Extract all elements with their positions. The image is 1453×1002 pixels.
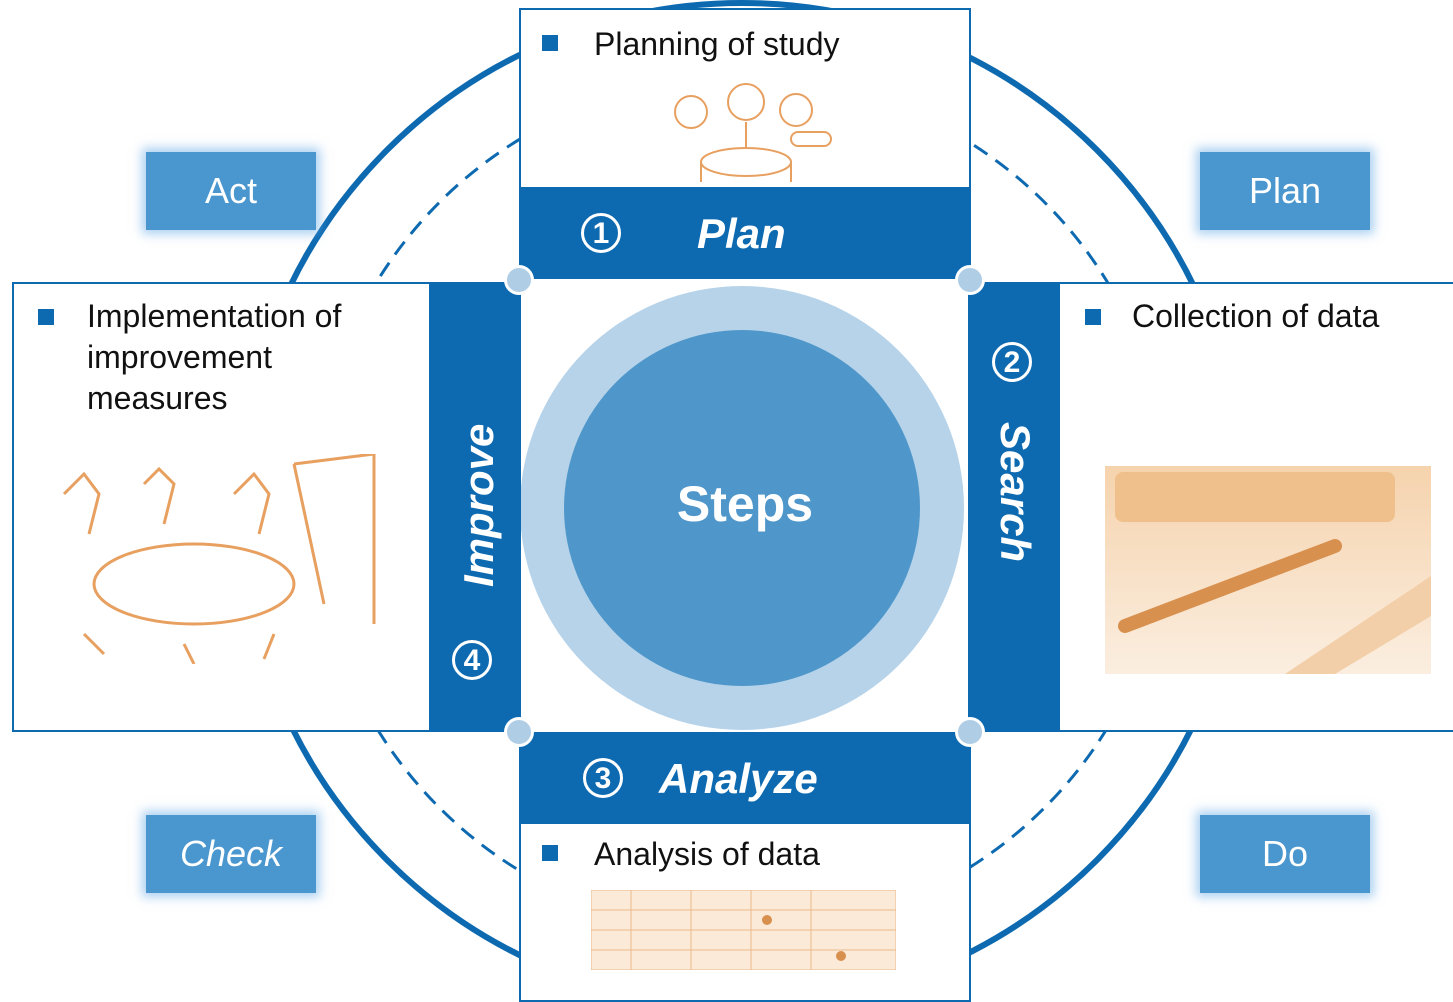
pdca-check-label: Check — [146, 815, 316, 893]
step-3-badge: 3 — [583, 758, 623, 798]
pdca-plan-label: Plan — [1200, 152, 1370, 230]
improve-step-box: Implementation of improvement measures — [12, 282, 432, 732]
search-step-box: Collection of data — [1058, 282, 1453, 732]
meeting-sketch-image — [62, 454, 376, 664]
plan-label: Plan — [697, 210, 786, 257]
connector-dot — [955, 265, 985, 295]
planning-sketch-image — [674, 83, 832, 182]
connector-dot — [504, 265, 534, 295]
analyze-description: Analysis of data — [594, 836, 820, 872]
plan-step-box: Planning of study — [519, 8, 971, 198]
pdca-act-label: Act — [146, 152, 316, 230]
bullet-icon — [542, 35, 558, 51]
calculator-pen-image — [1105, 466, 1431, 674]
improve-band: 4 Improve — [429, 282, 521, 732]
search-band: 2 Search — [968, 282, 1060, 732]
improve-label: Improve — [455, 423, 502, 587]
analysis-chart-image — [591, 890, 896, 970]
improve-description: Implementation of improvement measures — [87, 298, 342, 416]
search-description: Collection of data — [1132, 298, 1380, 334]
step-2-badge: 2 — [992, 342, 1032, 382]
pdca-do-label: Do — [1200, 815, 1370, 893]
plan-band: 1 Plan — [519, 187, 971, 279]
step-4-badge: 4 — [452, 640, 492, 680]
plan-description: Planning of study — [594, 26, 840, 62]
connector-dot — [504, 717, 534, 747]
analyze-band: 3 Analyze — [519, 732, 971, 824]
step-1-badge: 1 — [581, 213, 621, 253]
center-inner-circle — [564, 330, 920, 686]
connector-dot — [955, 717, 985, 747]
bullet-icon — [38, 309, 54, 325]
bullet-icon — [1085, 309, 1101, 325]
search-label: Search — [992, 422, 1039, 563]
analyze-step-box: Analysis of data — [519, 822, 971, 1002]
analyze-label: Analyze — [659, 755, 818, 802]
center-label: Steps — [676, 476, 814, 532]
bullet-icon — [542, 845, 558, 861]
